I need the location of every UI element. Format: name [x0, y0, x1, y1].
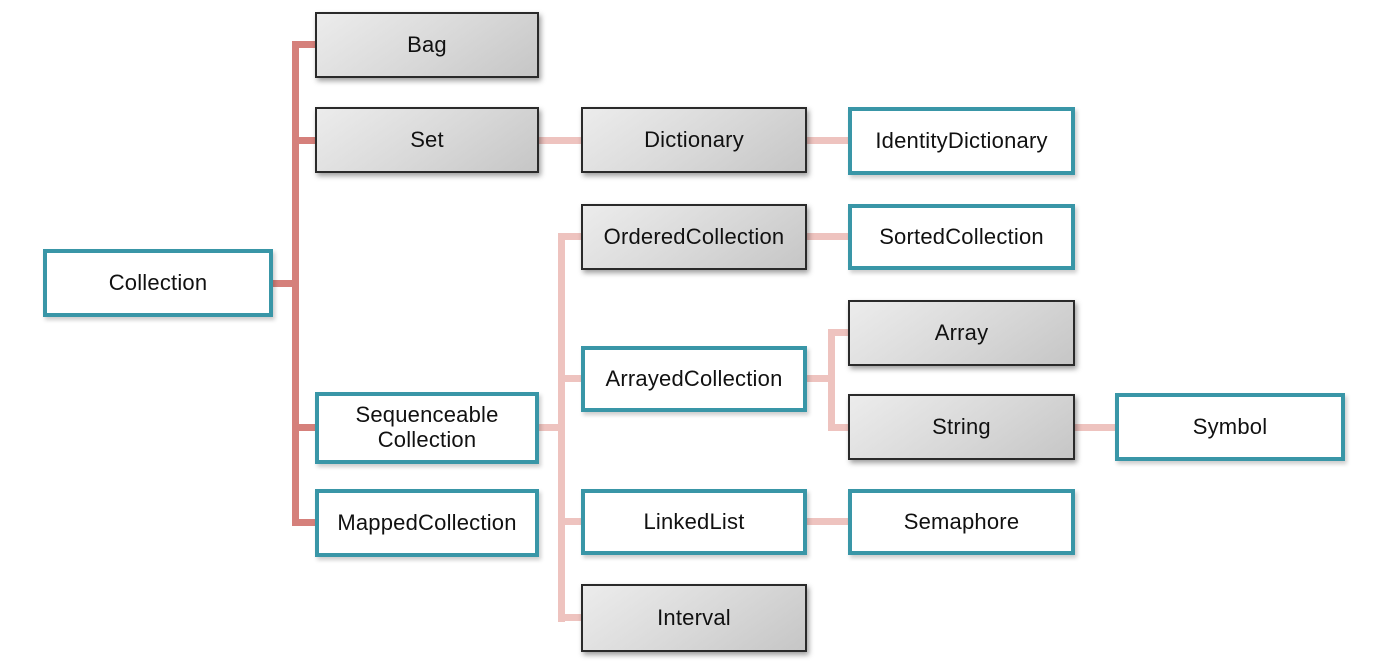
node-arrayed-collection-label: ArrayedCollection	[605, 365, 783, 391]
node-linked-list: LinkedList	[581, 489, 807, 555]
connector-arrayed-trunk	[828, 329, 835, 431]
node-interval: Interval	[581, 584, 807, 652]
connector-collection-stub	[269, 280, 292, 287]
node-semaphore: Semaphore	[848, 489, 1075, 555]
node-ordered-collection: OrderedCollection	[581, 204, 807, 270]
connector-sequenceable-stub	[539, 424, 562, 431]
node-sequenceable-collection-label: Sequenceable Collection	[355, 402, 499, 452]
node-bag: Bag	[315, 12, 539, 78]
connector-collection-mapped	[299, 519, 315, 526]
node-collection: Collection	[43, 249, 273, 317]
connector-collection-sequenceable	[299, 424, 315, 431]
connector-collection-set	[299, 137, 315, 144]
node-ordered-collection-label: OrderedCollection	[603, 223, 785, 249]
node-dictionary-label: Dictionary	[644, 126, 744, 152]
connector-sequenceable-trunk	[558, 233, 565, 622]
connector-ordered-sorted	[807, 233, 848, 240]
node-interval-label: Interval	[657, 604, 731, 630]
node-array-label: Array	[934, 319, 989, 345]
node-string-label: String	[932, 413, 991, 439]
node-string: String	[848, 394, 1075, 460]
node-sorted-collection: SortedCollection	[848, 204, 1075, 270]
node-symbol: Symbol	[1115, 393, 1345, 461]
node-symbol-label: Symbol	[1192, 413, 1268, 439]
node-collection-label: Collection	[108, 269, 208, 295]
connector-sequenceable-arrayed	[565, 375, 581, 382]
node-mapped-collection-label: MappedCollection	[337, 509, 517, 535]
node-identity-dictionary-label: IdentityDictionary	[875, 127, 1048, 153]
node-sorted-collection-label: SortedCollection	[879, 223, 1044, 249]
node-array: Array	[848, 300, 1075, 366]
connector-sequenceable-interval	[565, 614, 581, 621]
connector-sequenceable-ordered	[565, 233, 581, 240]
node-mapped-collection: MappedCollection	[315, 489, 539, 557]
node-set: Set	[315, 107, 539, 173]
node-semaphore-label: Semaphore	[903, 508, 1020, 534]
connector-collection-bag	[299, 41, 315, 48]
node-set-label: Set	[410, 126, 444, 152]
node-bag-label: Bag	[407, 31, 447, 57]
connector-set-dictionary	[539, 137, 581, 144]
connector-arrayed-stub	[807, 375, 828, 382]
node-dictionary: Dictionary	[581, 107, 807, 173]
connector-arrayed-string	[835, 424, 848, 431]
node-arrayed-collection: ArrayedCollection	[581, 346, 807, 412]
node-linked-list-label: LinkedList	[643, 508, 745, 534]
connector-dictionary-identity	[807, 137, 848, 144]
connector-arrayed-array	[835, 329, 848, 336]
connector-sequenceable-linkedlist	[565, 518, 581, 525]
connector-string-symbol	[1075, 424, 1115, 431]
node-identity-dictionary: IdentityDictionary	[848, 107, 1075, 175]
connector-linkedlist-semaphore	[807, 518, 848, 525]
connector-collection-trunk	[292, 41, 299, 526]
node-sequenceable-collection: Sequenceable Collection	[315, 392, 539, 464]
